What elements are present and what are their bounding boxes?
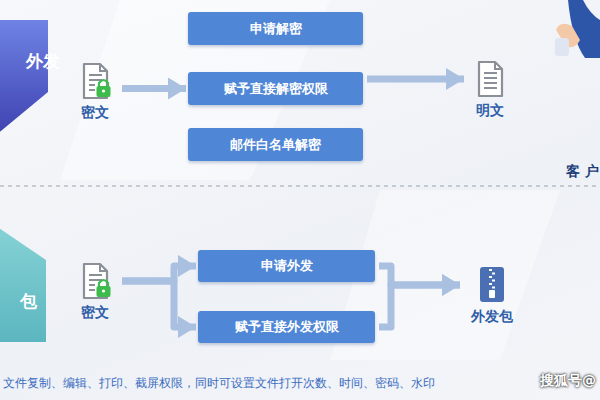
banner-shape [0,20,48,140]
box-label: 邮件白名单解密 [230,136,321,154]
zip-package-icon [475,266,509,304]
box-label: 申请解密 [250,20,302,38]
flow-arrow [367,76,464,83]
person-illustration [555,0,600,58]
flow-arrow [379,285,460,327]
document-icon [473,60,507,98]
flow-arrow [122,281,196,327]
file-label: 密文 [81,304,109,322]
file-label: 外发包 [471,308,513,326]
locked-file-icon [78,62,112,100]
box-label: 申请外发 [261,257,313,275]
customer-label: 客 户 [566,163,599,181]
box-label: 赋予直接外发权限 [235,318,339,336]
locked-file-icon [78,262,112,300]
side-banner: 包 [0,222,46,342]
flow-arrow [122,85,186,92]
process-box: 申请解密 [188,12,363,45]
process-box: 邮件白名单解密 [188,128,363,161]
side-banner: 外发 [0,20,48,140]
file-label: 明文 [476,102,504,120]
file-icon-node: 密文 [72,262,118,322]
file-icon-node: 密文 [72,62,118,122]
banner-label: 包 [20,290,37,313]
divider-line [0,185,600,186]
banner-shape [0,222,46,342]
file-icon-node: 外发包 [462,266,522,326]
caption: 文件复制、编辑、打印、截屏权限，同时可设置文件打开次数、时间、密码、水印 [3,375,435,392]
banner-label: 外发 [26,50,60,73]
process-box: 赋予直接外发权限 [198,311,375,343]
file-label: 密文 [81,104,109,122]
process-box: 申请外发 [198,250,375,282]
watermark: 搜狐号@ [540,372,596,390]
file-icon-node: 明文 [466,60,514,120]
process-box: 赋予直接解密权限 [188,72,363,105]
box-label: 赋予直接解密权限 [224,80,328,98]
